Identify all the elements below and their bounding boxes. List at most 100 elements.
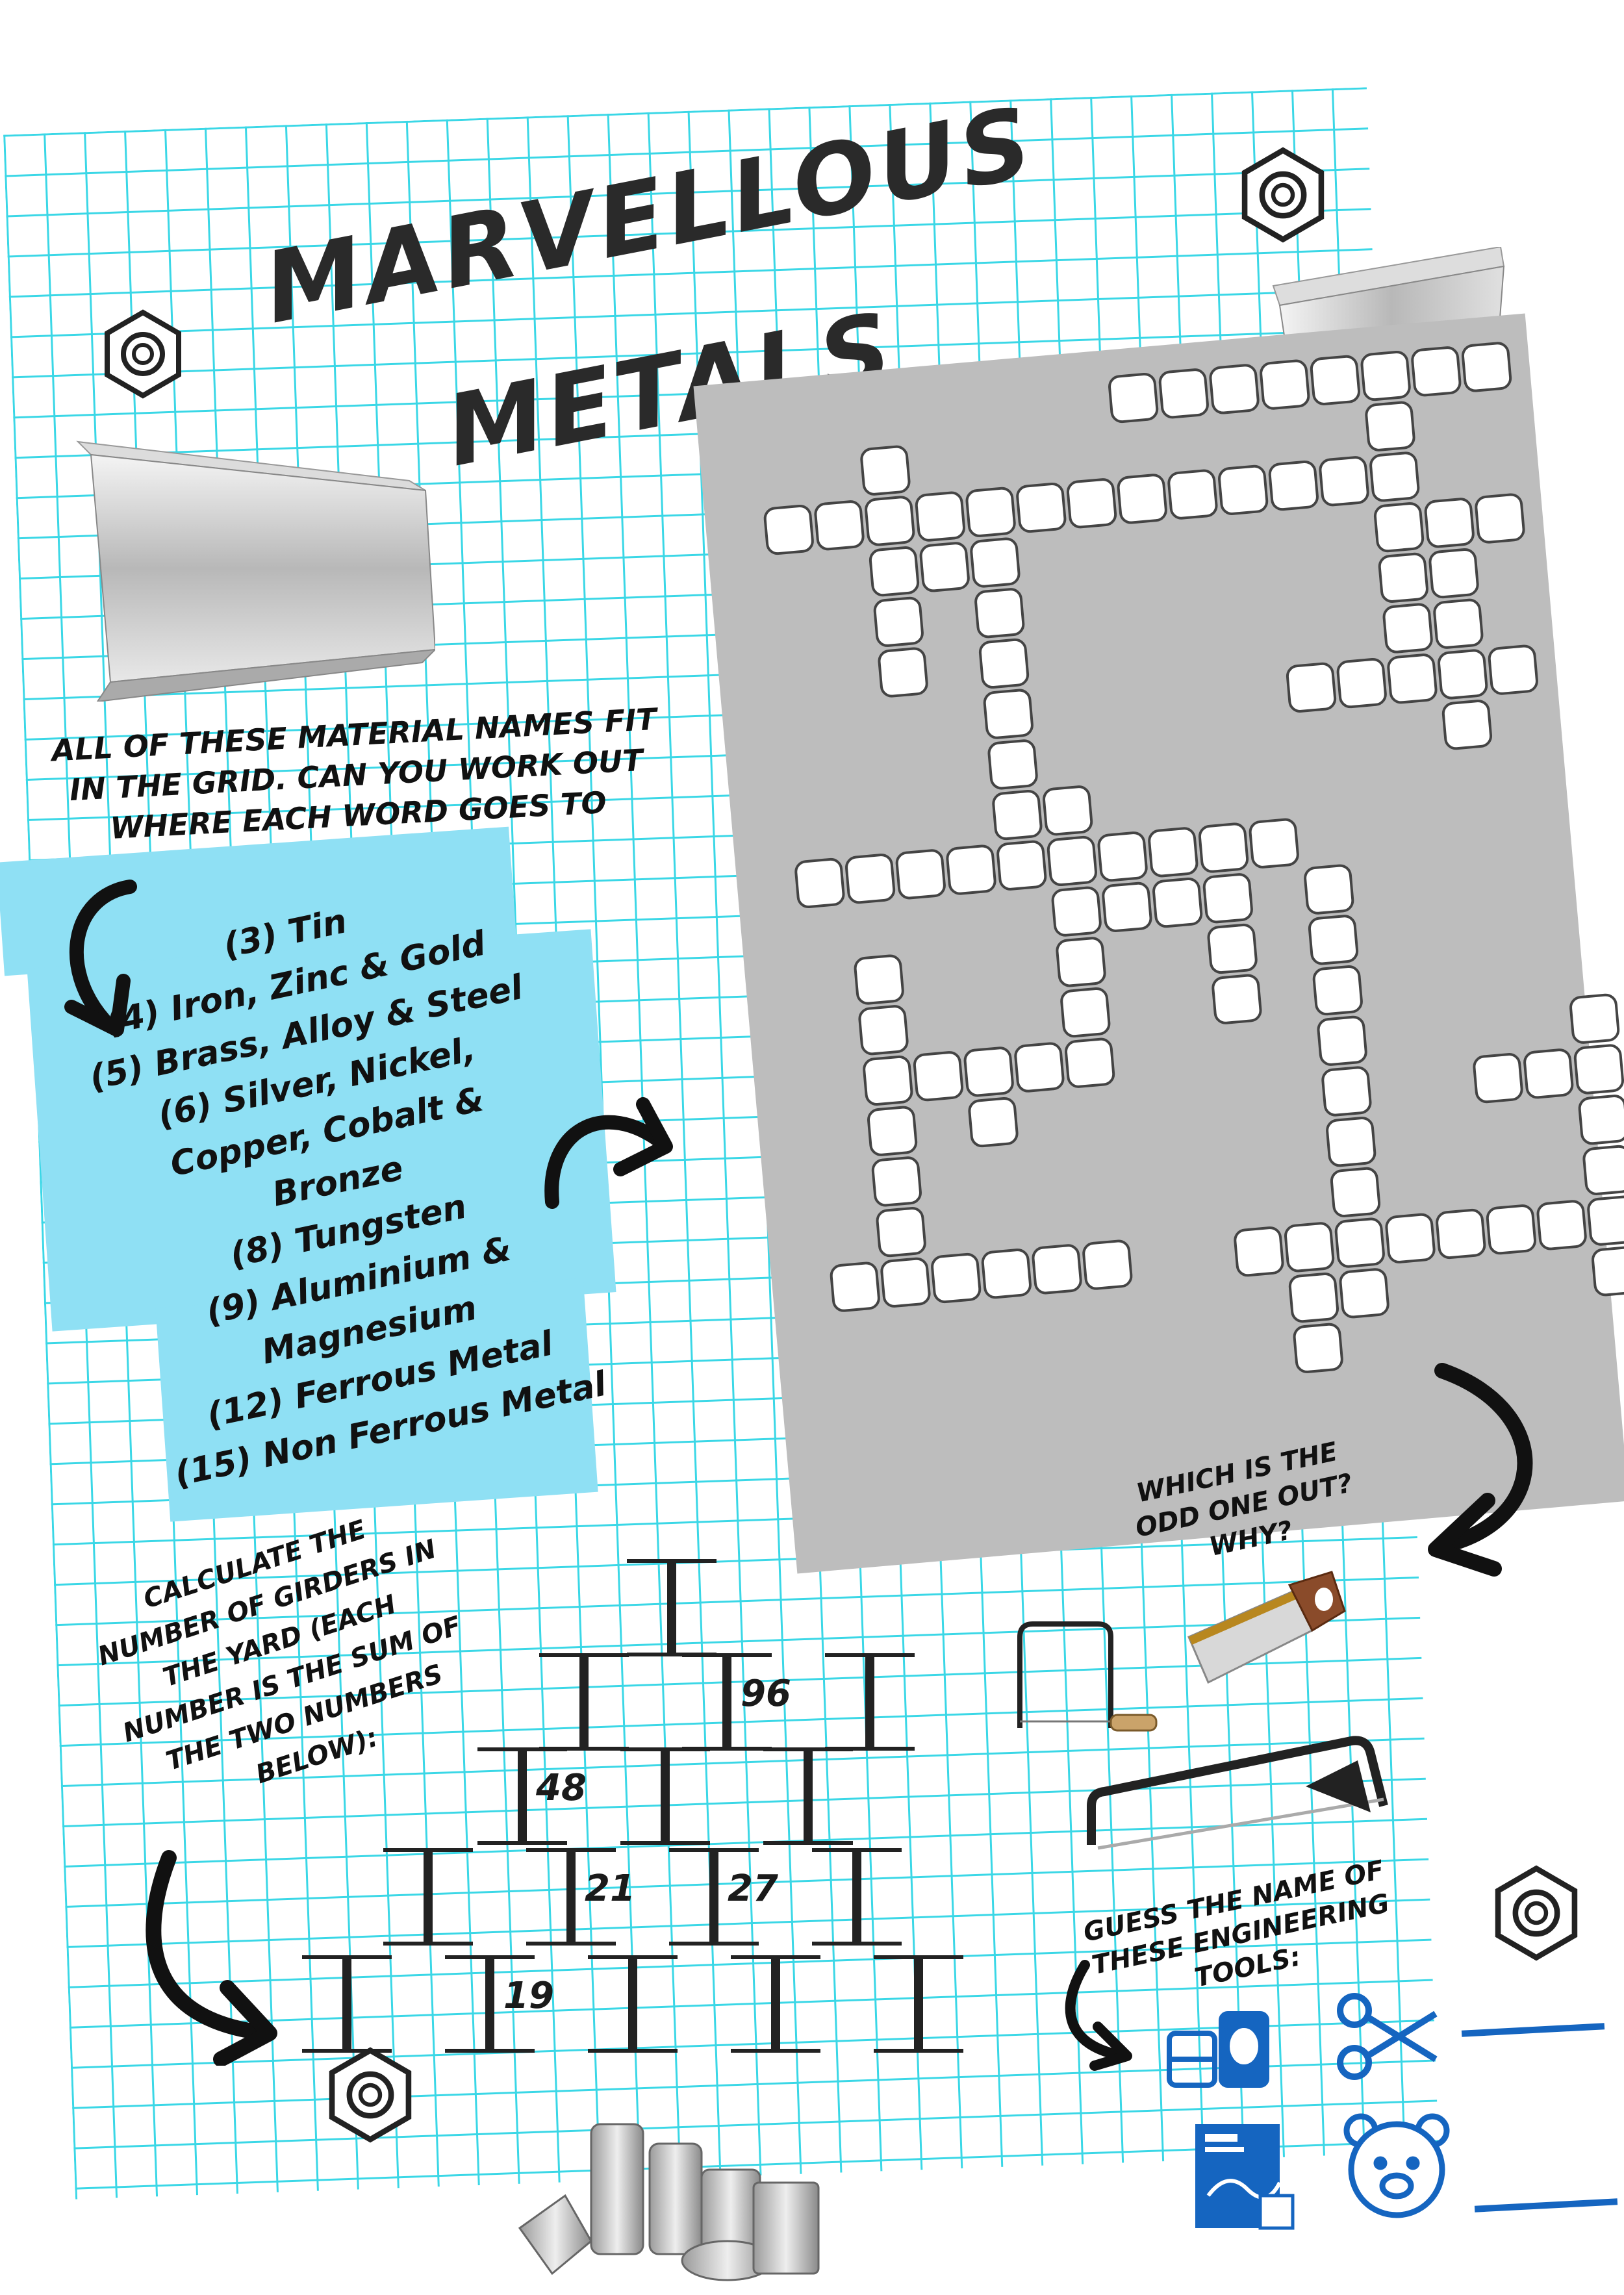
crossword-cell[interactable] — [945, 843, 998, 896]
crossword-cell[interactable] — [1471, 1052, 1525, 1104]
crossword-cell[interactable] — [868, 545, 920, 598]
girder-cell[interactable] — [588, 1955, 678, 2053]
crossword-cell[interactable] — [1210, 973, 1263, 1026]
crossword-cell[interactable] — [1423, 496, 1476, 549]
crossword-cell[interactable] — [1568, 993, 1621, 1045]
crossword-cell[interactable] — [829, 1260, 882, 1313]
crossword-cell[interactable] — [1302, 863, 1355, 916]
crossword-cell[interactable] — [1373, 501, 1425, 553]
crossword-cell[interactable] — [1581, 1144, 1624, 1197]
girder-cell[interactable]: 21 — [526, 1848, 635, 1946]
crossword-cell[interactable] — [872, 596, 925, 648]
crossword-cell[interactable] — [1050, 885, 1103, 938]
crossword-cell[interactable] — [965, 486, 1017, 539]
crossword-cell[interactable] — [1364, 400, 1417, 453]
crossword-cell[interactable] — [1360, 349, 1412, 402]
crossword-cell[interactable] — [1473, 492, 1527, 545]
crossword-cell[interactable] — [930, 1252, 982, 1304]
crossword-cell[interactable] — [1015, 481, 1067, 534]
crossword-cell[interactable] — [1384, 1212, 1437, 1265]
crossword-cell[interactable] — [1166, 468, 1219, 521]
crossword-cell[interactable] — [894, 848, 947, 900]
crossword-cell[interactable] — [1441, 698, 1493, 751]
girder-cell[interactable]: 19 — [445, 1955, 554, 2053]
girder-cell[interactable] — [620, 1747, 710, 1845]
crossword-cell[interactable] — [1386, 652, 1439, 705]
crossword-cell[interactable] — [1151, 876, 1204, 929]
crossword-cell[interactable] — [1059, 986, 1111, 1039]
crossword-cell[interactable] — [1232, 1225, 1285, 1278]
crossword-cell[interactable] — [1434, 1208, 1487, 1260]
girder-cell[interactable] — [763, 1747, 853, 1845]
crossword-cell[interactable] — [853, 953, 906, 1006]
crossword-cell[interactable] — [1522, 1047, 1575, 1100]
crossword-cell[interactable] — [1382, 602, 1434, 655]
crossword-cell[interactable] — [1309, 354, 1362, 407]
crossword-cell[interactable] — [877, 646, 930, 699]
crossword-cell[interactable] — [1573, 1043, 1624, 1096]
crossword-cell[interactable] — [1307, 913, 1360, 966]
crossword-cell[interactable] — [1116, 472, 1169, 526]
crossword-cell[interactable] — [1316, 1015, 1369, 1067]
crossword-cell[interactable] — [1317, 455, 1371, 507]
crossword-cell[interactable] — [763, 503, 815, 556]
crossword-cell[interactable] — [1288, 1271, 1340, 1324]
girder-cell[interactable] — [812, 1848, 902, 1946]
crossword-cell[interactable] — [863, 494, 916, 548]
crossword-cell[interactable] — [1217, 464, 1269, 516]
crossword-cell[interactable] — [1336, 657, 1388, 709]
crossword-cell[interactable] — [1368, 450, 1421, 503]
crossword-cell[interactable] — [980, 1247, 1033, 1300]
crossword-cell[interactable] — [1197, 821, 1250, 874]
crossword-cell[interactable] — [973, 587, 1026, 639]
crossword-cell[interactable] — [1536, 1198, 1588, 1251]
crossword-cell[interactable] — [793, 857, 846, 909]
crossword-cell[interactable] — [1054, 935, 1108, 988]
crossword-cell[interactable] — [1041, 784, 1094, 837]
crossword-cell[interactable] — [1283, 1221, 1336, 1273]
crossword-cell[interactable] — [1206, 922, 1259, 975]
crossword-cell[interactable] — [1065, 477, 1118, 529]
crossword-cell[interactable] — [875, 1206, 928, 1258]
crossword-cell[interactable] — [1097, 830, 1149, 883]
crossword-cell[interactable] — [1292, 1322, 1345, 1375]
crossword-cell[interactable] — [857, 1004, 910, 1056]
crossword-cell[interactable] — [978, 637, 1030, 690]
crossword-cell[interactable] — [1046, 835, 1098, 887]
crossword-cell[interactable] — [1031, 1243, 1084, 1295]
crossword-cell[interactable] — [870, 1155, 923, 1208]
crossword-cell[interactable] — [1258, 359, 1311, 411]
crossword-cell[interactable] — [1248, 817, 1300, 870]
crossword-cell[interactable] — [1081, 1239, 1134, 1291]
crossword-cell[interactable] — [1577, 1093, 1624, 1146]
crossword-cell[interactable] — [1410, 345, 1462, 398]
crossword-cell[interactable] — [1487, 644, 1540, 696]
crossword-cell[interactable] — [987, 738, 1039, 791]
crossword-cell[interactable] — [1208, 362, 1261, 416]
girder-cell[interactable] — [874, 1955, 963, 2053]
crossword-cell[interactable] — [919, 540, 971, 593]
crossword-cell[interactable] — [1285, 661, 1338, 714]
crossword-cell[interactable] — [967, 1096, 1020, 1148]
crossword-cell[interactable] — [1107, 372, 1160, 424]
crossword-cell[interactable] — [1460, 340, 1513, 394]
crossword-cell[interactable] — [1063, 1037, 1116, 1089]
girder-cell[interactable]: 27 — [669, 1848, 778, 1946]
crossword-cell[interactable] — [1590, 1245, 1624, 1297]
crossword-cell[interactable] — [1158, 367, 1210, 420]
crossword-cell[interactable] — [1147, 826, 1199, 878]
crossword-cell[interactable] — [1338, 1267, 1391, 1319]
crossword-cell[interactable] — [963, 1045, 1015, 1098]
girder-cell[interactable]: 96 — [682, 1653, 791, 1751]
crossword-cell[interactable] — [1432, 598, 1484, 650]
crossword-cell[interactable] — [1329, 1166, 1382, 1219]
girder-cell[interactable]: 48 — [477, 1747, 587, 1845]
crossword-cell[interactable] — [982, 688, 1035, 741]
crossword-cell[interactable] — [914, 490, 967, 543]
crossword-cell[interactable] — [813, 499, 866, 552]
crossword-cell[interactable] — [879, 1256, 932, 1309]
crossword-cell[interactable] — [1485, 1203, 1538, 1256]
crossword-cell[interactable] — [844, 852, 896, 905]
crossword-cell[interactable] — [1436, 648, 1489, 701]
crossword-cell[interactable] — [1013, 1041, 1065, 1094]
